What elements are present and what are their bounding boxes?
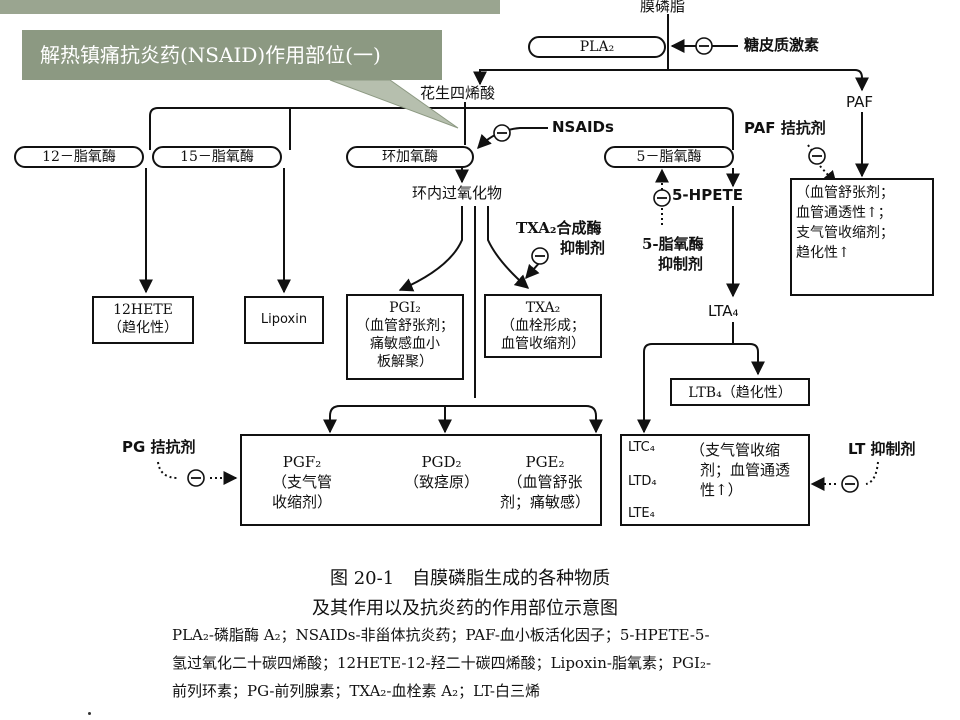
node-lox5: 5－脂氧酶 (604, 146, 734, 168)
stray-dot (88, 712, 91, 715)
node-lt-group (620, 434, 810, 526)
node-glucocorticoid: 糖皮质激素 (744, 36, 820, 54)
node-lt-inhibitor: LT 抑制剂 (848, 440, 916, 458)
edge-pg-antagonist (157, 461, 179, 479)
node-ltc4: LTC₄ (628, 440, 655, 455)
node-paf: PAF (846, 93, 873, 111)
node-lta4: LTA₄ (708, 302, 739, 320)
node-pgf2: PGF₂ （支气管 收缩剂） (272, 453, 333, 511)
caption-note-line3: 前列环素；PG-前列腺素；TXA₂-血栓素 A₂；LT-白三烯 (172, 682, 540, 700)
edge-aa-branches (149, 107, 734, 150)
node-arachidonic-acid: 花生四烯酸 (420, 84, 496, 102)
node-pgd2: PGD₂ （致痉原） (404, 453, 480, 491)
edge-lt-inhibitor (865, 461, 879, 485)
slide-top-bar (0, 0, 500, 14)
node-lt-effects: （支气管收缩 剂；血管通透 性↑） (690, 441, 791, 499)
caption-note-line1: PLA₂-磷脂酶 A₂；NSAIDs-非甾体抗炎药；PAF-血小板活化因子；5-… (172, 626, 710, 644)
node-lte4: LTE₄ (628, 506, 655, 521)
caption-title-line1: 图 20-1 自膜磷脂生成的各种物质 (330, 568, 611, 589)
node-txa2: TXA₂ （血栓形成； 血管收缩剂） (484, 294, 602, 358)
slide-title-callout: 解热镇痛抗炎药(NSAID)作用部位(一) (22, 30, 442, 80)
node-lox15: 15－脂氧酶 (152, 146, 282, 168)
edge-nsaid-cox (477, 127, 548, 150)
node-phospholipid: 膜磷脂 (640, 0, 686, 15)
edge-lta4-branch (637, 322, 734, 434)
edge-pla2-to-aa-and-paf (479, 69, 869, 92)
node-pla2: PLA₂ (528, 36, 666, 58)
node-lox5-inhibitor: 5-脂氧酶 抑制剂 (642, 235, 704, 273)
callout-pointer (329, 79, 459, 129)
caption-title-line2: 及其作用以及抗炎药的作用部位示意图 (312, 598, 618, 619)
node-endoperoxide: 环内过氧化物 (412, 184, 503, 202)
node-pg-group (240, 434, 602, 526)
node-txa2-inhibitor: TXA₂合成酶 抑制剂 (516, 219, 606, 257)
edge-endo-pgi2 (398, 206, 463, 292)
node-cox: 环加氧酶 (346, 146, 474, 168)
caption-note-line2: 氢过氧化二十碳四烯酸；12HETE-12-羟二十碳四烯酸；Lipoxin-脂氧素… (172, 654, 712, 672)
node-nsaid: NSAIDs (552, 118, 614, 136)
node-lox12: 12－脂氧酶 (14, 146, 144, 168)
node-12hete: 12HETE （趋化性） (92, 296, 194, 344)
node-pge2: PGE₂ （血管舒张 剂；痛敏感） (500, 453, 591, 511)
edge-endo-txa2 (487, 206, 530, 289)
node-pg-antagonist: PG 拮抗剂 (122, 438, 196, 456)
node-pgi2: PGI₂ （血管舒张剂； 痛敏感血小 板解聚） (346, 294, 464, 380)
node-5hpete: 5-HPETE (672, 186, 743, 204)
node-paf-antagonist: PAF 拮抗剂 (744, 119, 826, 137)
node-lipoxin: Lipoxin (244, 296, 324, 344)
node-ltb4: LTB₄（趋化性） (670, 378, 810, 406)
node-ltd4: LTD₄ (628, 474, 657, 489)
node-paf-effects: （血管舒张剂； 血管通透性↑； 支气管收缩剂； 趋化性↑ (790, 178, 934, 296)
